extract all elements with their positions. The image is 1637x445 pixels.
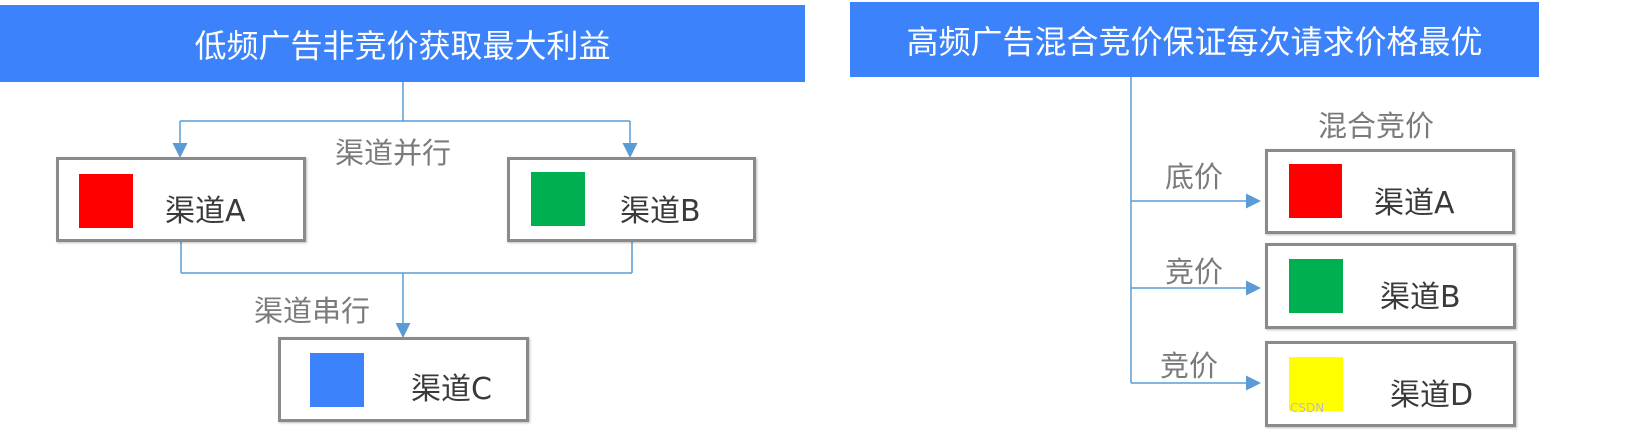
right-channel-a-swatch [1289, 164, 1342, 218]
right-channel-b-box: 渠道B [1265, 243, 1516, 329]
right-title-banner: 高频广告混合竞价保证每次请求价格最优 [850, 2, 1539, 77]
left-title-banner: 低频广告非竞价获取最大利益 [0, 5, 805, 82]
mixed-bidding-label: 混合竞价 [1318, 109, 1435, 143]
right-channel-d-label: 渠道D [1390, 378, 1474, 413]
watermark: CSDN [1290, 401, 1325, 415]
right-channel-d-swatch [1289, 357, 1343, 411]
channel-a-swatch [79, 174, 133, 228]
serial-label: 渠道串行 [254, 294, 371, 328]
right-channel-a-box: 渠道A [1265, 149, 1515, 234]
right-title: 高频广告混合竞价保证每次请求价格最优 [906, 22, 1483, 61]
edge-label-bid-b: 竞价 [1165, 255, 1224, 289]
right-channel-b-label: 渠道B [1380, 280, 1461, 315]
left-channel-b-label: 渠道B [620, 194, 701, 229]
channel-b-swatch [531, 172, 585, 226]
left-channel-b-box: 渠道B [507, 157, 756, 242]
left-title: 低频广告非竞价获取最大利益 [194, 26, 611, 65]
channel-c-swatch [310, 353, 364, 407]
right-channel-a-label: 渠道A [1374, 186, 1455, 221]
parallel-label: 渠道并行 [335, 136, 452, 170]
right-channel-b-swatch [1289, 259, 1343, 313]
left-channel-a-label: 渠道A [165, 194, 246, 229]
left-channel-c-box: 渠道C [278, 337, 529, 422]
left-channel-c-label: 渠道C [411, 372, 492, 407]
edge-label-bid-d: 竞价 [1160, 349, 1219, 383]
left-channel-a-box: 渠道A [56, 157, 306, 242]
edge-label-floor-price: 底价 [1165, 160, 1224, 194]
right-channel-d-box: 渠道D CSDN [1265, 341, 1516, 427]
